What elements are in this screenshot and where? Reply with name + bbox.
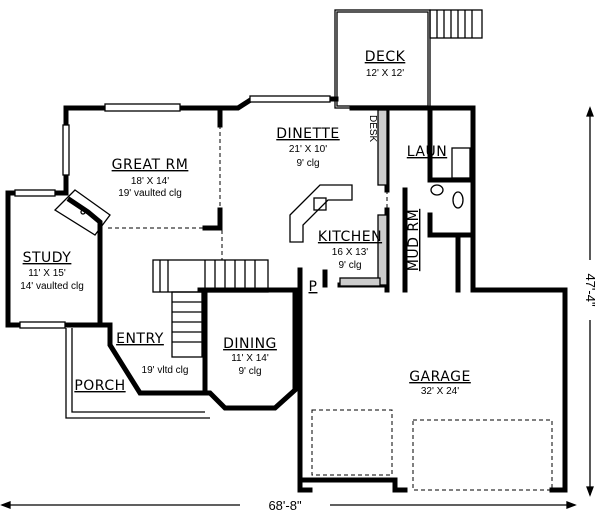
room-ceiling-kitchen: 9' clg bbox=[338, 260, 361, 271]
room-label-dining: DINING bbox=[223, 336, 277, 352]
room-label-garage: GARAGE bbox=[409, 369, 471, 385]
room-label-dinette: DINETTE bbox=[276, 126, 339, 142]
counters bbox=[339, 109, 471, 287]
room-ceiling-entry: 19' vltd clg bbox=[142, 365, 189, 376]
exterior-walls bbox=[5, 96, 568, 493]
room-label-pantry: P bbox=[309, 279, 318, 295]
room-label-study: STUDY bbox=[23, 250, 72, 266]
room-label-great-rm: GREAT RM bbox=[112, 157, 189, 173]
garage-doors bbox=[311, 409, 553, 491]
room-size-dining: 11' X 14' bbox=[231, 353, 269, 364]
room-label-mud-rm: MUD RM bbox=[406, 209, 422, 271]
room-label-laun: LAUN bbox=[407, 144, 447, 160]
room-label-desk: DESK bbox=[367, 115, 378, 143]
deck bbox=[334, 9, 483, 109]
fireplace bbox=[53, 189, 111, 236]
room-size-garage: 32' X 24' bbox=[421, 386, 459, 397]
room-size-dinette: 21' X 10' bbox=[289, 144, 327, 155]
dimension-lines bbox=[0, 106, 594, 509]
porch bbox=[65, 328, 210, 419]
room-label-porch: PORCH bbox=[74, 378, 125, 394]
room-size-great-rm: 18' X 14' bbox=[131, 176, 169, 187]
room-ceiling-great-rm: 19' vaulted clg bbox=[118, 188, 182, 199]
deck-stairs bbox=[429, 9, 483, 39]
room-ceiling-dinette: 9' clg bbox=[296, 158, 319, 169]
room-label-deck: DECK bbox=[365, 49, 406, 65]
windows bbox=[14, 95, 331, 329]
room-label-kitchen: KITCHEN bbox=[318, 229, 382, 245]
room-size-deck: 12' X 12' bbox=[366, 68, 404, 79]
room-label-entry: ENTRY bbox=[116, 331, 164, 347]
width-dimension: 68'-8" bbox=[268, 498, 302, 513]
main-stairs bbox=[152, 259, 269, 358]
room-ceiling-study: 14' vaulted clg bbox=[20, 281, 84, 292]
room-size-kitchen: 16 X 13' bbox=[332, 247, 368, 258]
room-size-study: 11' X 15' bbox=[28, 268, 66, 279]
kitchen-island bbox=[289, 184, 353, 243]
depth-dimension: 47'-4" bbox=[583, 273, 598, 307]
room-ceiling-dining: 9' clg bbox=[238, 366, 261, 377]
